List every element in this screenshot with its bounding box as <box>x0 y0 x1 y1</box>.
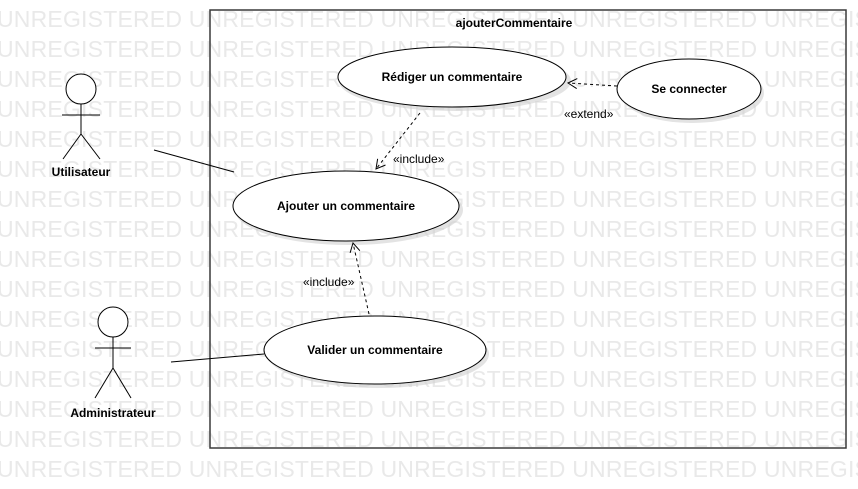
relation-label: «include» <box>393 152 445 166</box>
use-case-valider[interactable]: Valider un commentaire <box>263 315 489 388</box>
actor-utilisateur[interactable]: Utilisateur <box>52 73 111 179</box>
relation-label: «extend» <box>564 107 614 121</box>
use-case-label: Se connecter <box>651 82 727 96</box>
include-rediger-ajouter[interactable]: «include» <box>375 112 445 170</box>
stick-figure-icon <box>62 73 101 160</box>
use-case-label: Ajouter un commentaire <box>277 199 415 213</box>
association-utilisateur-ajouter[interactable] <box>153 149 235 173</box>
use-case-label: Valider un commentaire <box>307 343 443 357</box>
use-case-rediger[interactable]: Rédiger un commentaire <box>337 46 571 111</box>
system-boundary[interactable]: ajouterCommentaire <box>209 9 847 449</box>
extend-connecter-rediger[interactable]: «extend» <box>564 78 618 121</box>
actor-administrateur[interactable]: Administrateur <box>70 306 156 420</box>
stick-figure-icon <box>94 306 132 399</box>
use-case-se-connecter[interactable]: Se connecter <box>616 58 764 123</box>
actor-label: Utilisateur <box>52 165 111 179</box>
association-administrateur-valider[interactable] <box>170 353 265 363</box>
system-title: ajouterCommentaire <box>456 16 573 30</box>
use-case-label: Rédiger un commentaire <box>382 70 523 84</box>
use-case-ajouter[interactable]: Ajouter un commentaire <box>232 170 463 245</box>
actor-label: Administrateur <box>70 406 156 420</box>
relation-label: «include» <box>303 275 355 289</box>
include-valider-ajouter[interactable]: «include» <box>303 241 370 315</box>
